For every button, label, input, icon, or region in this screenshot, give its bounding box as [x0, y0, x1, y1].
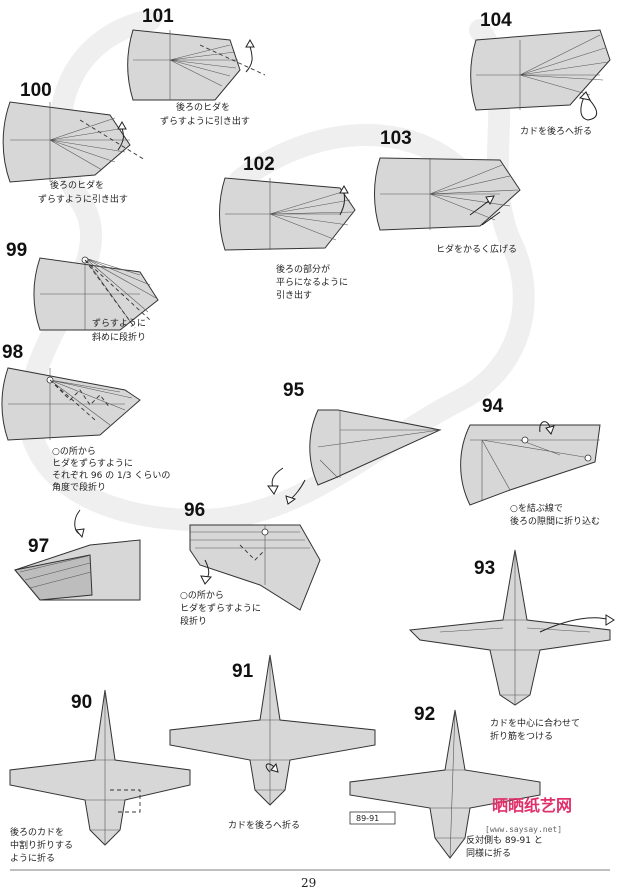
wing-paper: [460, 424, 601, 506]
step-number: 95: [283, 380, 305, 401]
step-number: 90: [71, 692, 92, 713]
step-caption-line: 角度で段折り: [52, 481, 106, 493]
step-99: 99 ずらすように 斜めに段折り: [6, 240, 159, 343]
watermark-url: [www.saysay.net]: [485, 825, 562, 834]
step-100: 100 後ろのヒダを ずらすように引き出す: [2, 80, 146, 205]
step-caption-line: 斜めに段折り: [92, 331, 146, 343]
step-number: 101: [142, 6, 174, 27]
step-number: 103: [380, 128, 412, 149]
step-95: 95: [267, 380, 442, 505]
watermark-logo: 晒晒纸艺网: [492, 796, 572, 815]
step-91: 91 カドを後ろへ折る: [169, 654, 376, 831]
step-caption-line: 段折り: [180, 615, 207, 627]
step-93: 93 カドを中心に合わせて 折り筋をつける: [408, 549, 615, 742]
step-number: 100: [20, 80, 52, 101]
ref-step-box: [349, 811, 396, 825]
step-number: 93: [474, 558, 495, 579]
step-caption-line: ずらすように引き出す: [38, 193, 128, 205]
step-90: 90 後ろのカドを 中割り折りする ように折る: [9, 689, 191, 864]
step-caption-line: ように折る: [10, 852, 55, 864]
crane-body: [9, 689, 191, 846]
ref-step-label: 89-91: [356, 814, 379, 823]
step-97: 97: [14, 509, 141, 601]
step-caption-line: カドを中心に合わせて: [490, 717, 580, 729]
step-number: 94: [482, 396, 504, 417]
step-caption-line: ○を結ぶ線で: [510, 502, 563, 514]
step-number: 98: [2, 342, 23, 363]
step-caption-line: 中割り折りする: [10, 839, 73, 851]
step-caption-line: 後ろのヒダを: [50, 179, 104, 191]
step-103: 103 ヒダをかるく広げる: [374, 128, 521, 255]
page-number: 29: [301, 876, 316, 890]
step-101: 101 後ろのヒダを ずらすように引き出す: [127, 6, 266, 127]
step-caption-line: カドを後ろへ折る: [228, 819, 300, 831]
wing-paper: [309, 409, 442, 486]
step-caption-line: ずらすように引き出す: [160, 115, 250, 127]
step-92: 92 89-91 反対側も 89-91 と 同様に折る: [349, 704, 543, 859]
step-caption-line: 折り筋をつける: [490, 730, 553, 742]
step-caption-line: 引き出す: [276, 289, 312, 301]
step-96: 96 ○の所から ヒダをずらすように 段折り: [180, 500, 321, 627]
crane-body: [408, 549, 611, 706]
step-caption-line: ○の所から: [52, 446, 96, 457]
step-caption-line: 後ろのヒダを: [176, 101, 230, 113]
step-caption-line: カドを後ろへ折る: [520, 125, 592, 137]
step-104: 104 カドを後ろへ折る: [470, 10, 611, 137]
crane-body: [169, 654, 376, 806]
step-caption-line: ずらすように: [92, 318, 146, 329]
step-caption-line: 平らになるように: [276, 277, 348, 288]
step-number: 97: [28, 536, 49, 557]
step-number: 92: [414, 704, 435, 725]
step-caption-line: 後ろの隙間に折り込む: [510, 515, 600, 527]
step-caption-line: ○の所から: [180, 590, 224, 601]
step-102: 102 後ろの部分が 平らになるように 引き出す: [219, 154, 356, 301]
step-number: 99: [6, 240, 27, 261]
step-caption-line: 同様に折る: [466, 847, 511, 859]
step-98: 98 ○の所から ヒダをずらすように それぞれ 96 の 1/3 くらいの 角度…: [1, 342, 170, 493]
fan-paper: [470, 29, 611, 111]
step-number: 91: [232, 661, 254, 682]
step-number: 96: [184, 500, 205, 521]
watermark: 晒晒纸艺网 [www.saysay.net]: [485, 796, 572, 834]
step-caption-line: ヒダをずらすように: [52, 457, 133, 469]
step-94: 94 ○を結ぶ線で 後ろの隙間に折り込む: [460, 396, 601, 527]
step-caption-line: ヒダをかるく広げる: [436, 243, 517, 255]
step-number: 102: [243, 154, 275, 175]
fan-paper: [127, 29, 241, 101]
step-caption-line: 後ろの部分が: [276, 263, 330, 275]
step-number: 104: [480, 10, 512, 31]
step-caption-line: それぞれ 96 の 1/3 くらいの: [52, 470, 170, 481]
wing-paper: [189, 524, 321, 611]
step-caption-line: 反対側も 89-91 と: [466, 834, 543, 846]
fan-paper: [2, 101, 131, 183]
step-caption-line: 後ろのカドを: [10, 826, 64, 838]
step-caption-line: ヒダをずらすように: [180, 602, 261, 614]
